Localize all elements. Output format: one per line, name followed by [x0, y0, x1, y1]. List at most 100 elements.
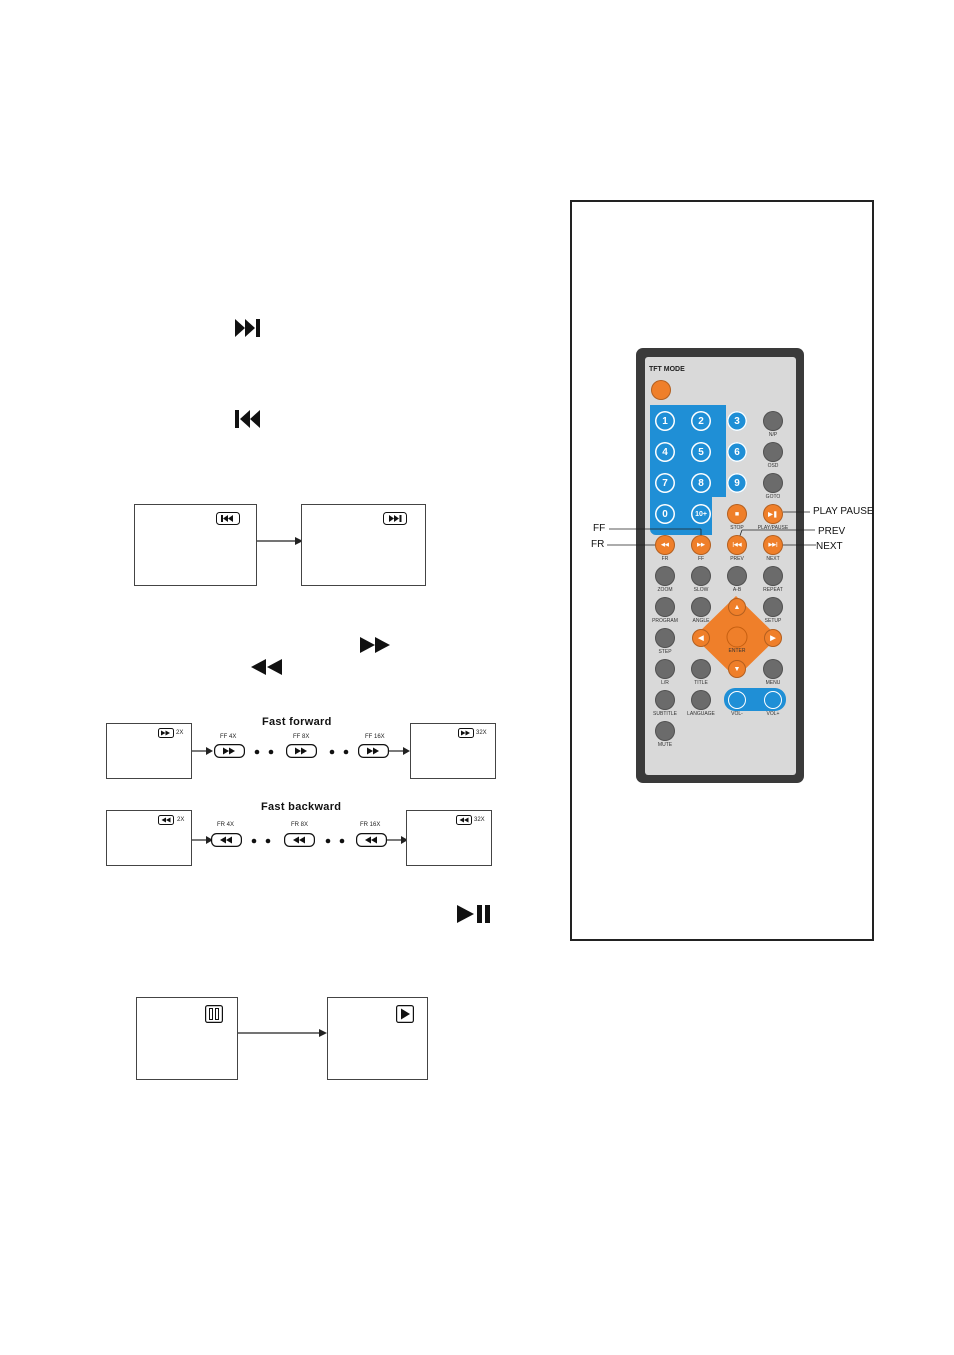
ff-dots-2 — [327, 748, 353, 756]
fn-menu[interactable] — [763, 659, 783, 679]
transport-ff[interactable]: ▶▶ — [691, 535, 711, 555]
enter-label: ENTER — [729, 648, 746, 654]
play-pause-button[interactable]: ▶❚ — [763, 504, 783, 524]
dpad-right[interactable]: ▶ — [764, 629, 782, 647]
pause-badge-icon — [205, 1005, 223, 1023]
fn-program[interactable] — [655, 597, 675, 617]
keypad-9[interactable]: 9 — [727, 473, 747, 493]
stop-button[interactable]: ■ — [727, 504, 747, 524]
keypad-5[interactable]: 5 — [691, 442, 711, 462]
vol-down-button[interactable] — [728, 691, 746, 709]
remote-control — [586, 345, 872, 787]
play-screen — [327, 997, 428, 1080]
keypad-1[interactable]: 1 — [655, 411, 675, 431]
tft-mode-button[interactable] — [651, 380, 671, 400]
ff-screen-end: 32X — [410, 723, 496, 779]
fn-label: MENU — [766, 680, 781, 686]
fr-step-2-label: FR 8X — [291, 822, 308, 828]
fn-zoom[interactable] — [655, 566, 675, 586]
ff-step-1-icon — [214, 744, 245, 758]
fr-end-badge-icon — [456, 815, 472, 825]
keypad-3[interactable]: 3 — [727, 411, 747, 431]
ff-step-2-label: FF 8X — [293, 734, 309, 740]
skip-screen-after — [301, 504, 426, 586]
skip-screen-before — [134, 504, 257, 586]
keypad-0[interactable]: 0 — [655, 504, 675, 524]
pause-screen — [136, 997, 238, 1080]
side-button-goto[interactable] — [763, 473, 783, 493]
callout-prev: PREV — [818, 526, 845, 537]
fr-start-speed: 2X — [177, 817, 184, 823]
side-button-n/p[interactable] — [763, 411, 783, 431]
fr-screen-start: 2X — [106, 810, 192, 866]
fn-label: SETUP — [765, 618, 782, 624]
keypad-6[interactable]: 6 — [727, 442, 747, 462]
fn-angle[interactable] — [691, 597, 711, 617]
callout-fr: FR — [591, 539, 604, 550]
fn-step[interactable] — [655, 628, 675, 648]
fr-end-speed: 32X — [474, 817, 485, 823]
callout-play-pause: PLAY PAUSE — [813, 506, 874, 517]
fn-label: TITLE — [694, 680, 708, 686]
fn-title[interactable] — [691, 659, 711, 679]
fn-label: PROGRAM — [652, 618, 678, 624]
fr-step-1-label: FR 4X — [217, 822, 234, 828]
fn-label: ANGLE — [693, 618, 710, 624]
play-pause-label: PLAY/PAUSE — [758, 525, 788, 531]
keypad-10+[interactable]: 10+ — [691, 504, 711, 524]
vol-up-button[interactable] — [764, 691, 782, 709]
ff-end-badge-icon — [458, 728, 474, 738]
keypad-2[interactable]: 2 — [691, 411, 711, 431]
fr-step-3-icon — [356, 833, 387, 847]
keypad-4[interactable]: 4 — [655, 442, 675, 462]
fast-rewind-icon — [251, 659, 283, 675]
transport-label: FR — [662, 556, 669, 562]
ff-step-3-label: FF 16X — [365, 734, 385, 740]
stop-label: STOP — [730, 525, 744, 531]
skip-arrow — [257, 536, 303, 546]
fn-language[interactable] — [691, 690, 711, 710]
callout-next: NEXT — [816, 541, 843, 552]
fr-dots-2 — [323, 837, 349, 845]
fn-l-r[interactable] — [655, 659, 675, 679]
fn-subtitle[interactable] — [655, 690, 675, 710]
dpad-down[interactable]: ▼ — [728, 660, 746, 678]
next-track-icon — [235, 319, 263, 337]
fr-step-2-icon — [284, 833, 315, 847]
transport-next[interactable]: ▶▶| — [763, 535, 783, 555]
dpad-up[interactable]: ▲ — [728, 598, 746, 616]
fn-label: REPEAT — [763, 587, 783, 593]
side-label: GOTO — [766, 494, 781, 500]
fn-a-b[interactable] — [727, 566, 747, 586]
fr-dots-1 — [249, 837, 275, 845]
keypad-8[interactable]: 8 — [691, 473, 711, 493]
pause-play-arrow — [238, 1028, 328, 1038]
fn-label: SLOW — [694, 587, 709, 593]
transport-prev[interactable]: |◀◀ — [727, 535, 747, 555]
fn-repeat[interactable] — [763, 566, 783, 586]
play-badge-icon — [396, 1005, 414, 1023]
fn-label: VOL+ — [767, 711, 780, 717]
fn-setup[interactable] — [763, 597, 783, 617]
dpad-left[interactable]: ◀ — [692, 629, 710, 647]
next-badge-icon — [383, 512, 407, 525]
fast-backward-title: Fast backward — [261, 801, 341, 813]
fn-slow[interactable] — [691, 566, 711, 586]
fast-forward-title: Fast forward — [262, 716, 332, 728]
previous-track-icon — [235, 410, 263, 428]
fn-mute[interactable] — [655, 721, 675, 741]
play-pause-icon — [457, 904, 493, 924]
prev-badge-icon — [216, 512, 240, 525]
transport-fr[interactable]: ◀◀ — [655, 535, 675, 555]
ff-end-speed: 32X — [476, 730, 487, 736]
ff-arrow-in — [192, 746, 214, 756]
fn-label: MUTE — [658, 742, 672, 748]
ff-step-2-icon — [286, 744, 317, 758]
fr-screen-end: 32X — [406, 810, 492, 866]
keypad-7[interactable]: 7 — [655, 473, 675, 493]
fn-label: SUBTITLE — [653, 711, 677, 717]
transport-label: NEXT — [766, 556, 779, 562]
side-button-osd[interactable] — [763, 442, 783, 462]
fr-step-3-label: FR 16X — [360, 822, 380, 828]
fn-label: LANGUAGE — [687, 711, 715, 717]
